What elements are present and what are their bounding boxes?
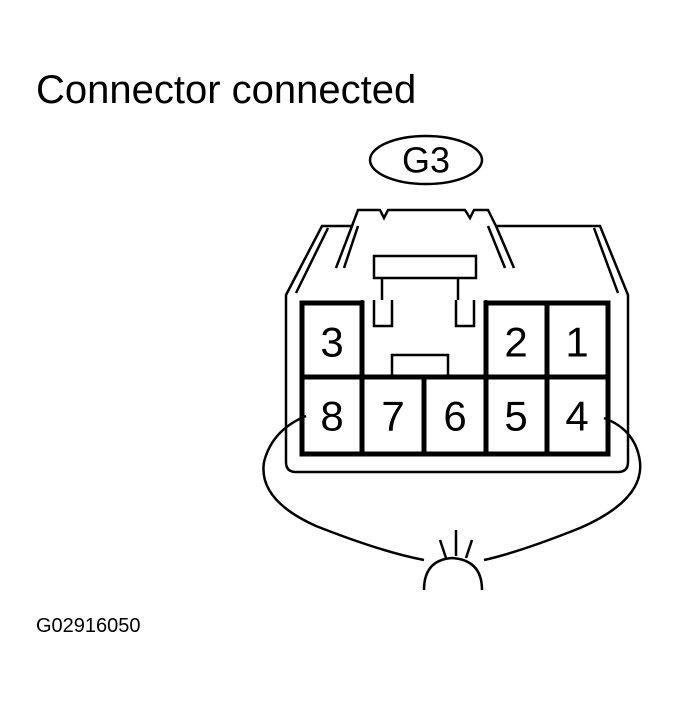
connector-latch <box>372 254 478 280</box>
pin-label-2: 2 <box>504 319 527 366</box>
pin-label-8: 8 <box>320 393 343 440</box>
pin-cavity-4 <box>544 374 611 457</box>
connector-id-ellipse <box>368 134 484 186</box>
harness-bundle <box>422 556 484 591</box>
connector-key <box>390 353 450 379</box>
pin-label-5: 5 <box>504 393 527 440</box>
harness-wire-left <box>262 414 425 562</box>
pin-label-1: 1 <box>565 319 588 366</box>
diagram-title: Connector connected <box>36 68 417 112</box>
harness-wire-right <box>483 416 642 562</box>
pin-label-7: 7 <box>381 393 404 440</box>
pin-label-6: 6 <box>443 393 466 440</box>
figure-code: G02916050 <box>36 615 141 637</box>
pin-label-3: 3 <box>320 319 343 366</box>
connector-id-label: G3 <box>402 140 450 181</box>
connector-housing <box>284 208 630 474</box>
pin-label-4: 4 <box>565 393 588 440</box>
